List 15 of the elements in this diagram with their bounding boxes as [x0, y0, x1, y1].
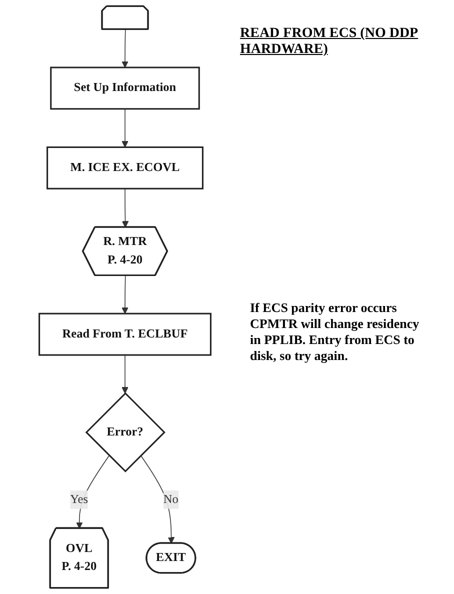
edge-label: Yes — [70, 492, 88, 506]
node-box: Read From T. ECLBUF — [38, 312, 212, 356]
node-diamond: Error? — [85, 392, 166, 472]
node-box: Set Up Information — [50, 66, 200, 110]
arrow — [122, 108, 128, 148]
arrow — [122, 275, 128, 314]
edge-label: No — [163, 492, 178, 506]
note-text: If ECS parity error occurs CPMTR will change residency in PPLIB. Entry from ECS to disk, so try again. — [250, 300, 420, 364]
arrow — [122, 354, 128, 394]
node-box: M. ICE EX. ECOVL — [46, 146, 204, 190]
arrow — [140, 455, 175, 544]
heading: READ FROM ECS (NO DDP HARDWARE) — [240, 26, 420, 58]
arrow — [122, 29, 128, 68]
arrow — [122, 188, 129, 228]
arrow — [76, 455, 110, 529]
